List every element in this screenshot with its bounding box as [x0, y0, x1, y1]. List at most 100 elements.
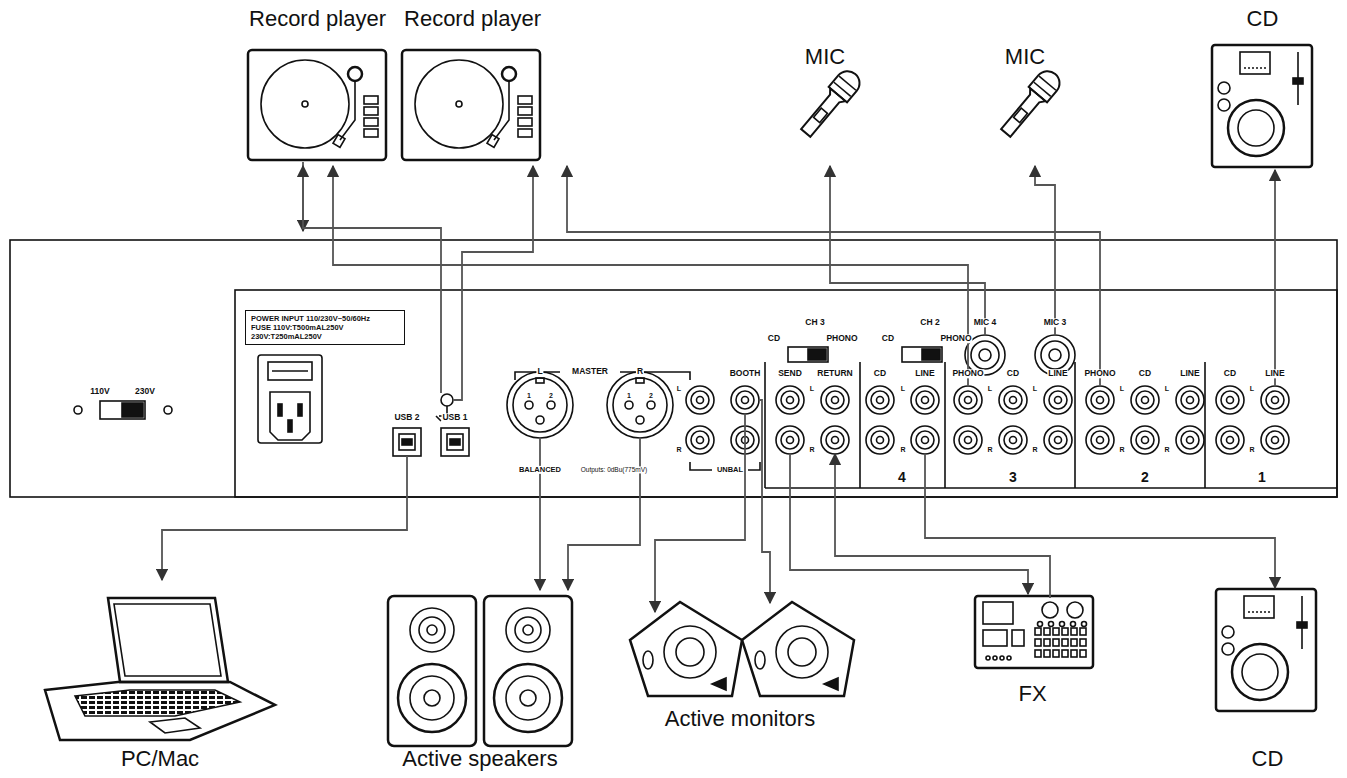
channel-side: R	[986, 446, 993, 454]
device-name: Record player	[404, 6, 541, 32]
jack-label: CD	[1223, 369, 1237, 378]
channel-side: R	[1163, 446, 1170, 454]
channel-groups	[765, 362, 1337, 488]
device-node: Active speakers	[380, 585, 580, 772]
channel-side: L	[676, 385, 682, 393]
device-name: PC/Mac	[121, 746, 199, 772]
xlr-outputs	[507, 372, 673, 438]
mic-label: MIC 4	[973, 318, 998, 327]
speaker-icon	[388, 596, 572, 746]
channel-number: 4	[897, 470, 907, 485]
panel-print: FUSE 110V:T500mAL250V 230V:T250mAL250V	[251, 323, 399, 341]
channel-side: R	[1248, 446, 1255, 454]
pin-number: 1	[526, 392, 532, 400]
laptop-icon	[45, 598, 275, 740]
channel-side: R	[808, 446, 815, 454]
device-name: Active speakers	[402, 746, 557, 772]
switch-label: 110V	[89, 387, 110, 396]
channel-side: L	[536, 367, 543, 376]
power-label-box: POWER INPUT 110/230V~50/60HzFUSE 110V:T5…	[245, 310, 405, 345]
microphone-icon	[797, 66, 865, 140]
channel-side: R	[675, 446, 682, 454]
jack-label: CD	[1006, 369, 1020, 378]
pin-number: 2	[648, 392, 654, 400]
device-name: MIC	[805, 44, 845, 70]
panel-print: POWER INPUT 110/230V~50/60Hz	[251, 314, 370, 323]
device-node: MIC	[975, 44, 1075, 164]
device-name: Record player	[249, 6, 386, 32]
channel-side: R	[899, 446, 906, 454]
record-player-icon	[402, 50, 540, 160]
jack-label: RETURN	[816, 369, 853, 378]
channel-side: R	[1031, 446, 1038, 454]
channel-label: CH 3	[804, 318, 825, 327]
device-name: CD	[1247, 6, 1279, 32]
cd-player-icon	[1212, 45, 1312, 167]
cd-player-icon	[1216, 589, 1316, 711]
channel-side: L	[900, 385, 906, 393]
channel-side: L	[1249, 385, 1255, 393]
output-type: BALANCED	[518, 466, 562, 474]
device-node: Record player	[235, 6, 400, 166]
device-name: MIC	[1005, 44, 1045, 70]
pin-number: 1	[626, 392, 632, 400]
device-node: FX	[965, 590, 1100, 707]
source-switches	[788, 347, 942, 362]
channel-side: L	[1119, 385, 1125, 393]
jack-label: PHONO	[1083, 369, 1116, 378]
channel-side: L	[809, 385, 815, 393]
mic-label: MIC 3	[1043, 318, 1068, 327]
device-node: MIC	[775, 44, 875, 164]
channel-label: CH 2	[919, 318, 940, 327]
microphone-icon	[997, 66, 1065, 140]
device-node: PC/Mac	[40, 585, 280, 772]
jack-label: LINE	[1047, 369, 1068, 378]
record-player-icon	[248, 50, 386, 160]
voltage-switch	[74, 401, 172, 419]
rear-panel	[235, 290, 1337, 497]
switch-label: CD	[881, 334, 895, 343]
usb-ports	[393, 428, 469, 456]
device-name: Active monitors	[665, 706, 815, 732]
switch-label: CD	[767, 334, 781, 343]
rca-jacks	[686, 386, 1289, 454]
jack-label: LINE	[1264, 369, 1285, 378]
channel-side: R	[1118, 446, 1125, 454]
cables	[162, 162, 1275, 612]
stage-monitor-icon	[630, 602, 854, 696]
pin-number: 2	[548, 392, 554, 400]
port-label: USB 2	[393, 413, 420, 422]
device-name: FX	[1018, 681, 1046, 707]
device-node: CD	[1205, 585, 1330, 772]
power-inlet	[258, 355, 322, 443]
device-node: Active monitors	[620, 595, 860, 732]
channel-side: L	[987, 385, 993, 393]
device-name: CD	[1252, 746, 1284, 772]
jack-label: CD	[1138, 369, 1152, 378]
jack-label: PHONO	[951, 369, 984, 378]
jack-label: SEND	[777, 369, 803, 378]
group-label: MASTER	[571, 367, 609, 376]
channel-number: 1	[1257, 470, 1267, 485]
switch-label: PHONO	[825, 334, 858, 343]
device-node: CD	[1205, 6, 1320, 171]
port-label: USB 1	[441, 413, 468, 422]
jack-label: LINE	[914, 369, 935, 378]
channel-side: L	[1032, 385, 1038, 393]
output-type: UNBAL	[716, 466, 744, 474]
channel-side: L	[1164, 385, 1170, 393]
device-node: Record player	[390, 6, 555, 166]
output-spec: Outputs: 0dBu(775mV)	[580, 466, 648, 473]
channel-number: 2	[1140, 470, 1150, 485]
fx-unit-icon	[975, 596, 1093, 668]
jack-label: LINE	[1179, 369, 1200, 378]
channel-side: R	[636, 367, 644, 376]
channel-number: 3	[1008, 470, 1018, 485]
mixer-body	[10, 240, 1337, 497]
jack-label: BOOTH	[729, 369, 762, 378]
switch-label: 230V	[134, 387, 156, 396]
jack-label: CD	[873, 369, 887, 378]
switch-label: PHONO	[939, 334, 972, 343]
